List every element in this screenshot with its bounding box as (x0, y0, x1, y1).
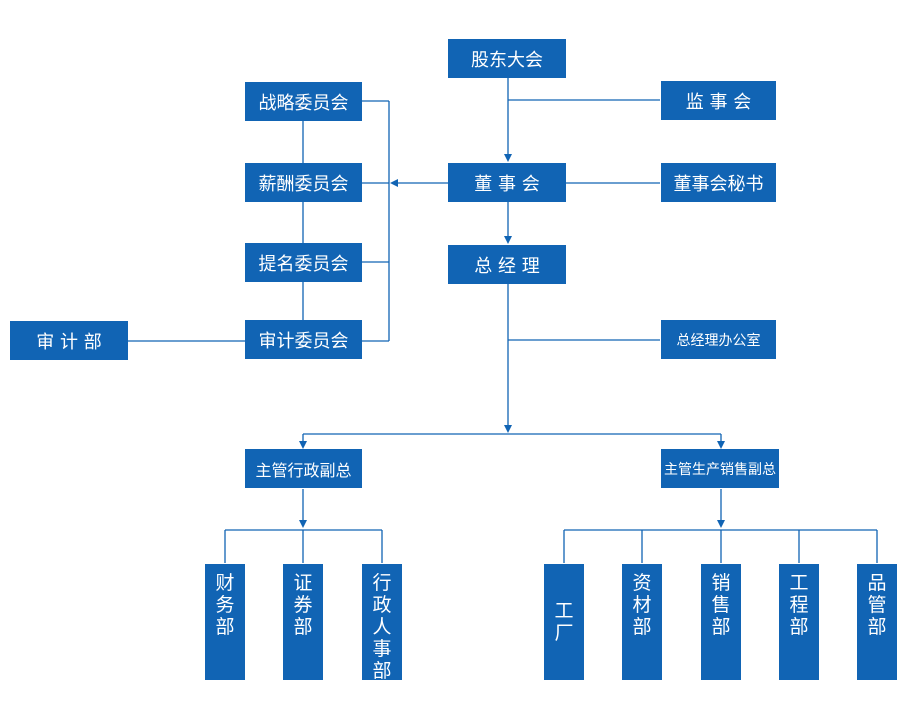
node-sales: 销售部 (701, 564, 741, 680)
node-supervisors: 监 事 会 (661, 81, 776, 120)
node-materials-label: 资材部 (632, 572, 652, 638)
node-securities-label: 证券部 (293, 572, 313, 638)
node-materials: 资材部 (622, 564, 662, 680)
node-sales-label: 销售部 (711, 572, 731, 638)
node-finance-label: 财务部 (215, 572, 235, 638)
node-finance: 财务部 (205, 564, 245, 680)
node-factory-label: 工厂 (554, 600, 574, 644)
node-gm: 总 经 理 (448, 245, 566, 284)
node-gm-office: 总经理办公室 (661, 320, 776, 359)
node-factory: 工厂 (544, 564, 584, 680)
node-audit-dept: 审 计 部 (10, 321, 128, 360)
node-quality-label: 品管部 (867, 572, 887, 638)
node-vp-admin: 主管行政副总 (245, 449, 362, 488)
node-shareholders: 股东大会 (448, 39, 566, 78)
node-nomination-committee: 提名委员会 (245, 243, 362, 282)
node-engineering-label: 工程部 (789, 572, 809, 638)
node-board: 董 事 会 (448, 163, 566, 202)
node-audit-committee: 审计委员会 (245, 320, 362, 359)
node-compensation-committee: 薪酬委员会 (245, 163, 362, 202)
node-engineering: 工程部 (779, 564, 819, 680)
node-admin-hr-label: 行政人事部 (372, 572, 392, 682)
node-strategy-committee: 战略委员会 (245, 82, 362, 121)
node-board-secretary: 董事会秘书 (661, 163, 776, 202)
node-securities: 证券部 (283, 564, 323, 680)
node-vp-production: 主管生产销售副总 (661, 449, 779, 488)
node-quality: 品管部 (857, 564, 897, 680)
node-admin-hr: 行政人事部 (362, 564, 402, 682)
